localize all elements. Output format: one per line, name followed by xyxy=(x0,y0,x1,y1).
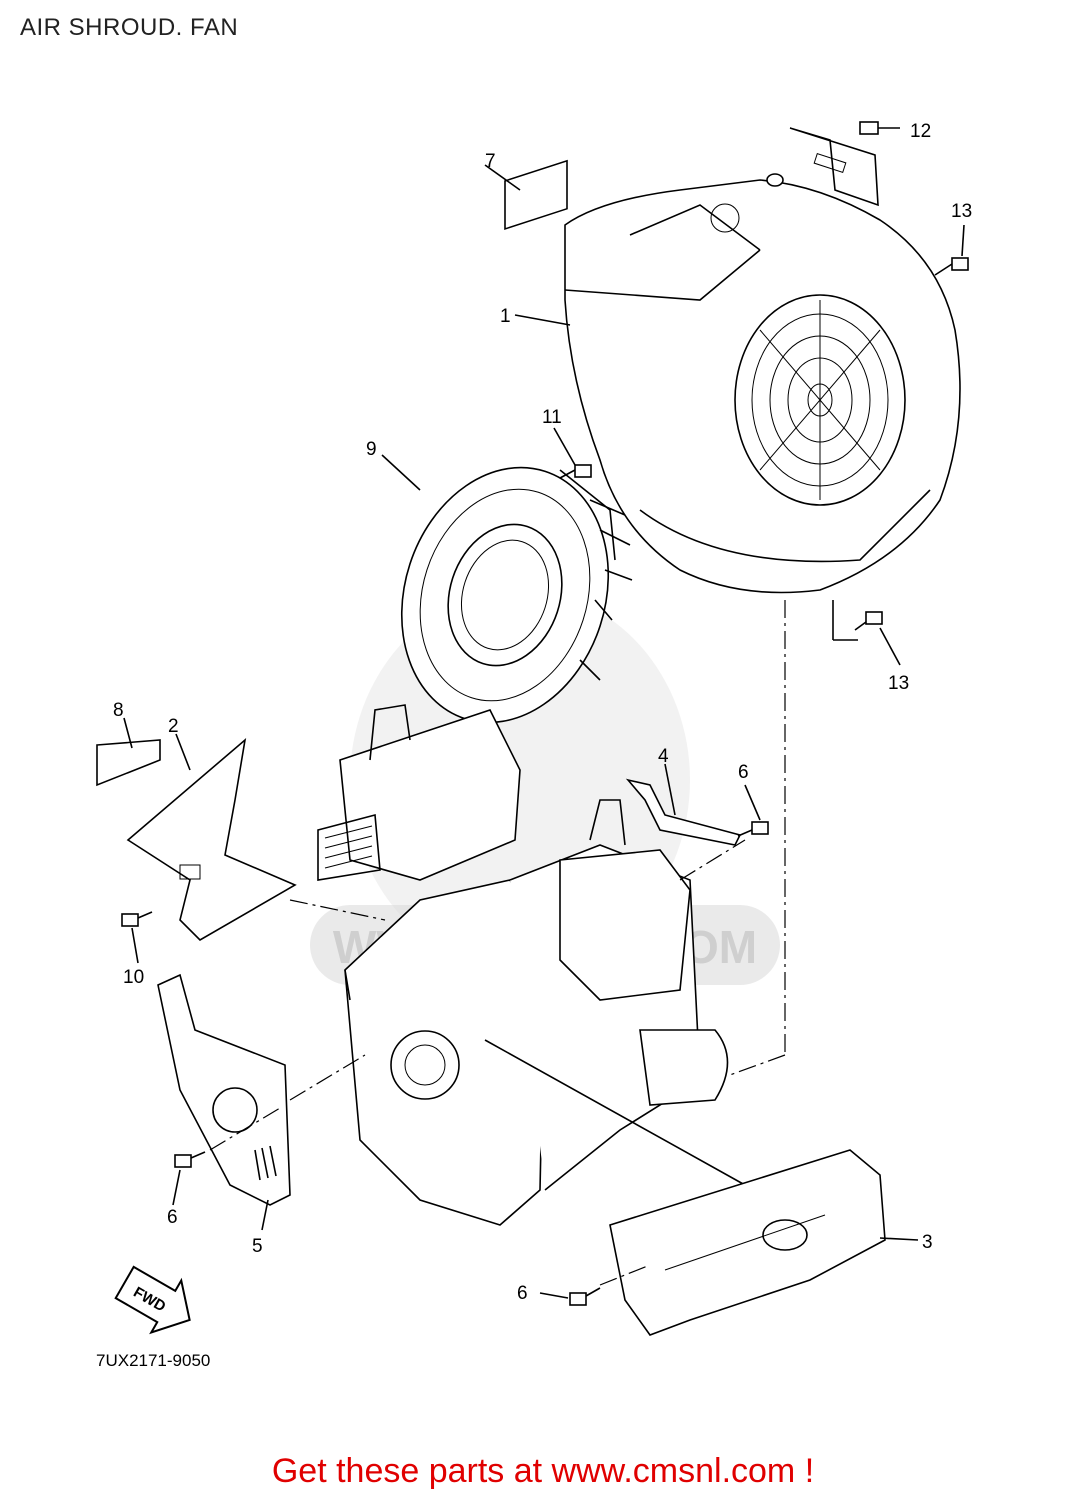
bolt-6-top xyxy=(737,821,769,837)
drawing-code: 7UX2171-9050 xyxy=(96,1351,210,1370)
callout-5: 5 xyxy=(252,1236,263,1257)
page-title: AIR SHROUD. FAN xyxy=(20,14,239,41)
callout-6-top: 6 xyxy=(738,762,749,783)
callout-4: 4 xyxy=(658,746,669,767)
left-cover-2 xyxy=(96,717,297,942)
callout-6-left: 6 xyxy=(167,1207,178,1228)
fwd-arrow-icon: FWD xyxy=(114,1265,191,1335)
air-shroud xyxy=(564,179,961,594)
callouts: 1 2 3 4 5 6 6 6 7 8 9 10 11 12 13 13 xyxy=(113,121,972,1304)
bolt-13-upper xyxy=(934,257,969,276)
bolts xyxy=(121,257,969,1306)
bracket-4 xyxy=(625,778,742,846)
assembly-lines xyxy=(209,600,858,1286)
flywheel-fan-9 xyxy=(400,466,633,724)
label-7 xyxy=(504,159,568,230)
parts-link[interactable]: Get these parts at www.cmsnl.com ! xyxy=(271,1452,815,1490)
leader-lines xyxy=(131,224,965,1299)
rear-cover-3 xyxy=(609,1149,886,1336)
callout-13-upper: 13 xyxy=(951,201,972,222)
engine-block xyxy=(317,704,746,1226)
bolt-6-bottom xyxy=(569,1287,601,1306)
callout-8: 8 xyxy=(113,700,124,721)
bolt-10 xyxy=(121,911,153,927)
callout-1: 1 xyxy=(500,306,511,327)
bolt-11 xyxy=(559,464,592,479)
callout-12: 12 xyxy=(910,121,931,142)
callout-11: 11 xyxy=(542,407,562,428)
callout-2: 2 xyxy=(168,716,179,737)
bolt-6-left xyxy=(174,1151,206,1168)
callout-7: 7 xyxy=(485,151,496,172)
front-cover-5 xyxy=(157,973,291,1206)
callout-3: 3 xyxy=(922,1232,933,1253)
bracket-12 xyxy=(766,121,900,207)
callout-6-bottom: 6 xyxy=(517,1283,528,1304)
bolt-13-lower xyxy=(854,611,883,631)
callout-13-lower: 13 xyxy=(888,673,909,694)
callout-10: 10 xyxy=(123,967,144,988)
callout-9: 9 xyxy=(366,439,377,460)
